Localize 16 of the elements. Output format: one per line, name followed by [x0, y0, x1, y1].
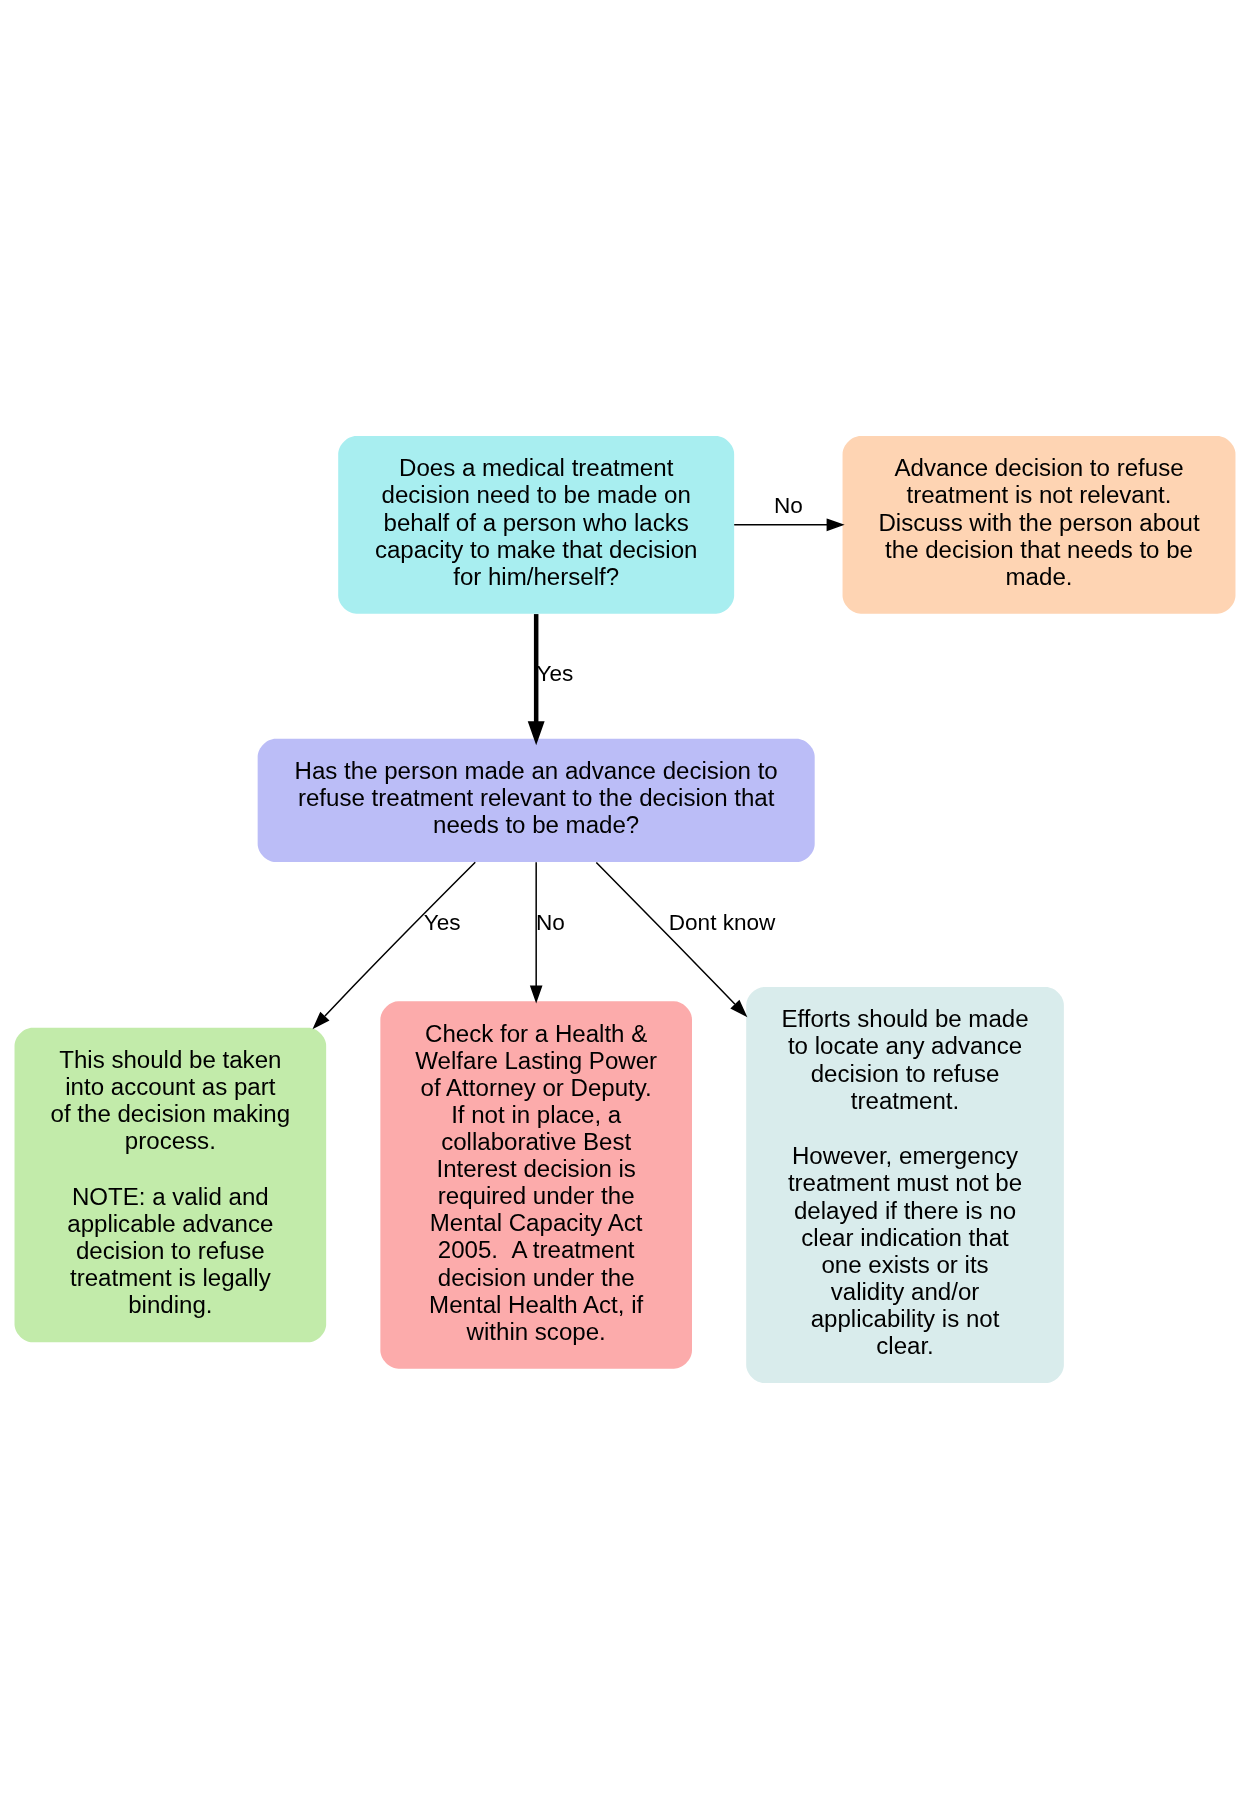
- edge-label: Yes: [423, 909, 461, 935]
- arrow: [595, 861, 748, 1017]
- node-box: This should be taken into account as part of the decision making process. NOTE: a valid and applicable advance decision to refuse treatment is legally binding.: [14, 1027, 327, 1342]
- node-box: Has the person made an advance decision to refuse treatment relevant to the decision that needs to be made?: [257, 738, 815, 862]
- arrow: [527, 613, 545, 745]
- arrow: [733, 518, 845, 531]
- arrow: [529, 861, 543, 1003]
- edge-label: Dont know: [668, 909, 776, 935]
- node-box: Efforts should be made to locate any advance decision to refuse treatment. However, emergency treatment must not be delayed if there is no clear indication that one exists or its validity and/or applicability is not clear.: [746, 986, 1064, 1383]
- node-box: Check for a Health & Welfare Lasting Power of Attorney or Deputy. If not in place, a collaborative Best Interest decision is required under the Mental Capacity Act 2005. A treatment decision under the Mental Health Act, if within scope.: [380, 1000, 692, 1369]
- edge-label: No: [773, 492, 803, 518]
- edge-label: No: [536, 909, 565, 935]
- arrow: [312, 860, 476, 1029]
- node-box: Does a medical treatment decision need to be made on behalf of a person who lacks capacity to make that decision for him/herself?: [338, 435, 735, 614]
- edge-label: Yes: [536, 660, 574, 686]
- node-box: Advance decision to refuse treatment is not relevant. Discuss with the person about the decision that needs to be made.: [842, 435, 1236, 614]
